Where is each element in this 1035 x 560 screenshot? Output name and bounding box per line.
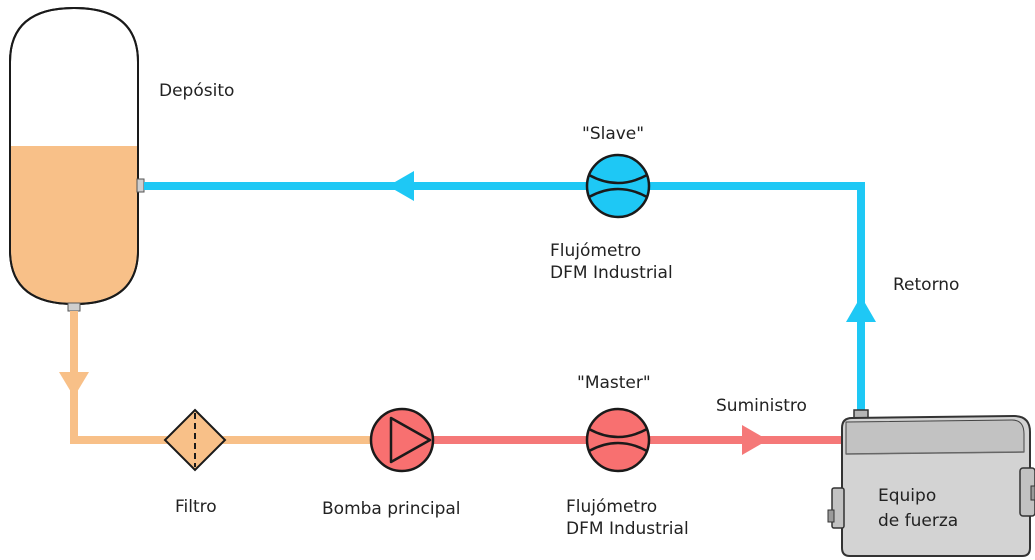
master-flowmeter-icon [585,407,651,473]
supply-label: Suministro [716,396,807,416]
engine-label-line2: de fuerza [878,511,959,531]
engine-icon [827,409,1035,557]
tank-outlet-port [67,302,81,312]
flow-arrow-icon [742,425,768,455]
return-line [144,171,876,418]
fuel-line [59,311,372,444]
master-meter-label-line2: DFM Industrial [566,519,689,539]
pump-label: Bomba principal [322,499,461,519]
tank-return-port [136,178,145,193]
pump-icon [369,407,435,473]
engine-label-line1: Equipo [878,486,937,506]
tank-label: Depósito [159,81,235,101]
slave-meter-label-line1: Flujómetro [550,241,642,261]
filter-icon [163,408,227,472]
return-label: Retorno [893,275,960,295]
master-role-label: "Master" [577,373,651,393]
slave-role-label: "Slave" [582,124,645,144]
master-meter-label-line1: Flujómetro [566,497,658,517]
flow-arrow-icon [388,171,414,201]
slave-flowmeter-icon [585,153,651,219]
tank-fuel-level [11,146,137,303]
slave-meter-label-line2: DFM Industrial [550,263,673,283]
tank-icon [9,6,145,312]
flow-arrow-icon [59,372,89,397]
flow-arrow-icon [846,296,876,322]
filter-label: Filtro [175,497,217,517]
